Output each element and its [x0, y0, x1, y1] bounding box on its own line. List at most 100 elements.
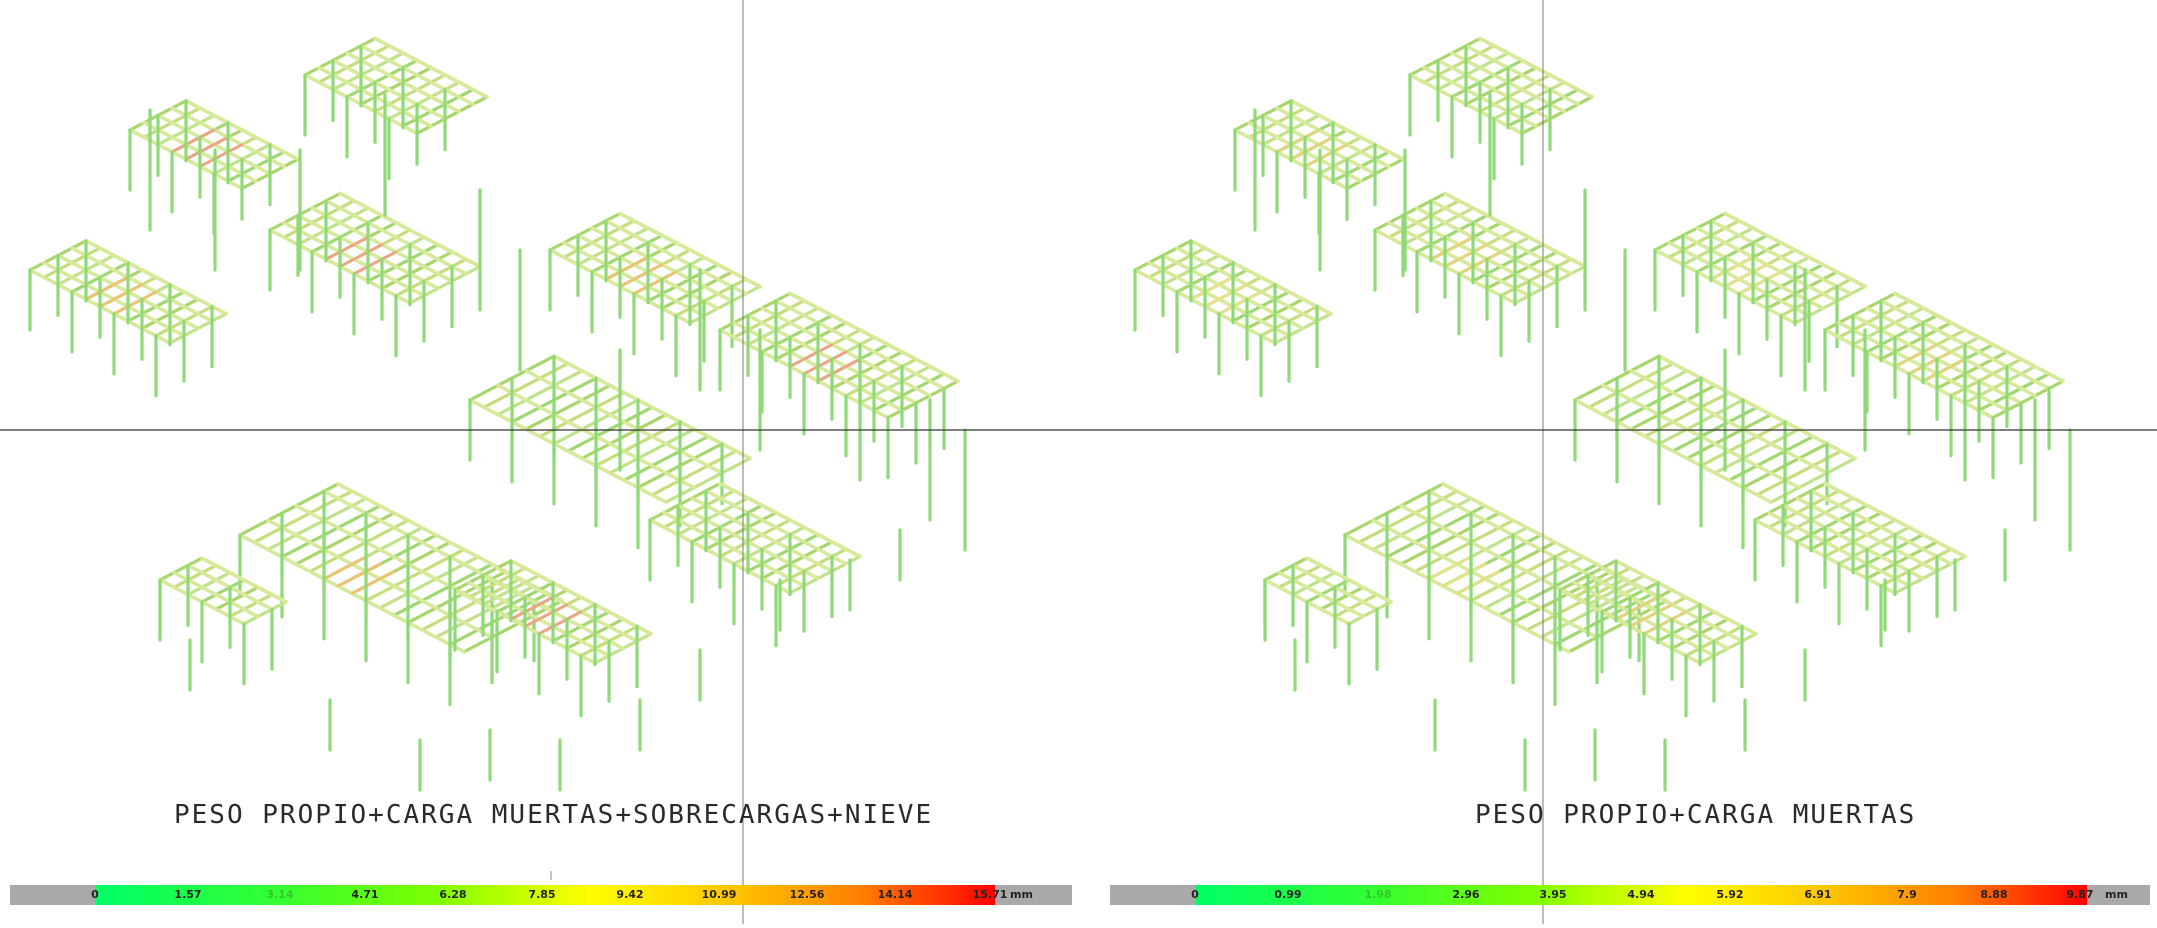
frame-member [338, 191, 482, 269]
frame-member [732, 299, 806, 339]
frame-member [844, 357, 918, 398]
frame-member [1343, 482, 1445, 537]
frame-member [1681, 226, 1755, 267]
frame-member [1429, 199, 1573, 276]
frame-member [760, 313, 834, 354]
frame-member [872, 372, 946, 412]
frame-member [858, 364, 932, 405]
frame-member [1879, 547, 1953, 588]
frame-member [1319, 585, 1365, 611]
frame-member [1457, 250, 1503, 276]
frame-member [690, 496, 834, 573]
frame-member [1723, 211, 1867, 289]
frame-member [660, 270, 734, 310]
frame-member [200, 556, 288, 604]
frame-member [1879, 321, 1953, 361]
frame-member [662, 489, 736, 529]
frame-member [1629, 368, 1829, 475]
frame-member [1781, 496, 1855, 537]
frame-member [576, 226, 650, 267]
frame-member [1371, 496, 1473, 552]
legend-tick: 6.28 [439, 888, 467, 901]
frame-member [1765, 270, 1839, 310]
frame-member [1809, 488, 1953, 566]
frame-member [1723, 263, 1769, 288]
frame-member [350, 570, 396, 595]
frame-member [1767, 510, 1911, 588]
legend-tick: 9.87 [2066, 888, 2094, 901]
frame-member [1837, 525, 1911, 566]
frame-member [1464, 43, 1580, 106]
frame-member [1478, 73, 1552, 114]
frame-member [1471, 243, 1545, 283]
frame-member [1793, 284, 1867, 325]
frame-member [308, 518, 410, 574]
frame-member [774, 547, 848, 588]
frame-member [1385, 504, 1487, 559]
legend-tick: 5.92 [1716, 888, 1744, 901]
frame-member [704, 511, 778, 551]
frame-member [317, 44, 391, 84]
frame-member [401, 87, 475, 128]
frame-member [774, 321, 848, 361]
frame-member [408, 264, 482, 305]
frame-member [1907, 350, 1953, 376]
frame-member [1333, 592, 1379, 619]
frame-member [1399, 511, 1501, 566]
frame-member [1492, 80, 1566, 121]
frame-member [674, 277, 748, 318]
frame-member [1865, 313, 1939, 354]
frame-member [1497, 562, 1599, 617]
frame-member [184, 99, 300, 161]
frame-member [1795, 503, 1869, 544]
frame-member [296, 206, 370, 247]
frame-member [1823, 481, 1967, 559]
frame-member [632, 270, 678, 296]
legend-tick: 4.71 [351, 888, 379, 901]
frame-member [548, 211, 622, 252]
frame-member [172, 563, 218, 589]
frame-member [1387, 199, 1461, 239]
legend-tick: 2.96 [1452, 888, 1480, 901]
legend-gradient-left [95, 885, 995, 905]
frame-member [1614, 595, 1660, 621]
frame-member [84, 275, 130, 301]
frame-member [331, 58, 447, 121]
frame-member [1767, 489, 1841, 529]
right-frame-model [1133, 36, 2072, 792]
frame-member [1289, 136, 1335, 161]
frame-member [1289, 99, 1405, 161]
frame-member [618, 211, 762, 289]
frame-member [1737, 270, 1783, 296]
legend-gradient-right [1195, 885, 2087, 905]
left-frame-model [28, 36, 967, 792]
frame-member [359, 66, 433, 106]
frame-member [1809, 511, 1883, 551]
frame-member [394, 257, 468, 298]
frame-member [1408, 36, 1482, 77]
frame-member [524, 368, 724, 475]
frame-member [509, 558, 653, 636]
frame-member [1303, 143, 1349, 168]
frame-member [1893, 554, 1967, 595]
frame-member [1436, 58, 1552, 121]
legend-tick: 0.99 [1274, 888, 1302, 901]
frame-member [1935, 350, 2009, 390]
displacement-legend-right: 0 0.99 1.98 2.96 3.95 4.94 5.92 6.91 7.9… [1110, 885, 2150, 905]
frame-member [359, 43, 475, 106]
frame-member [324, 199, 468, 276]
frame-member [1753, 481, 1827, 522]
frame-member [1291, 571, 1337, 597]
frame-member [746, 532, 820, 573]
frame-member [331, 51, 405, 92]
frame-member [1401, 206, 1475, 247]
frame-member [1513, 264, 1587, 305]
frame-member [242, 600, 288, 626]
frame-member [760, 540, 834, 581]
frame-member [214, 585, 260, 611]
displacement-legend-left: 0 1.57 3.14 4.71 6.28 7.85 9.42 10.99 12… [10, 885, 1072, 905]
legend-tick: 3.95 [1539, 888, 1567, 901]
frame-member [1837, 299, 1911, 339]
